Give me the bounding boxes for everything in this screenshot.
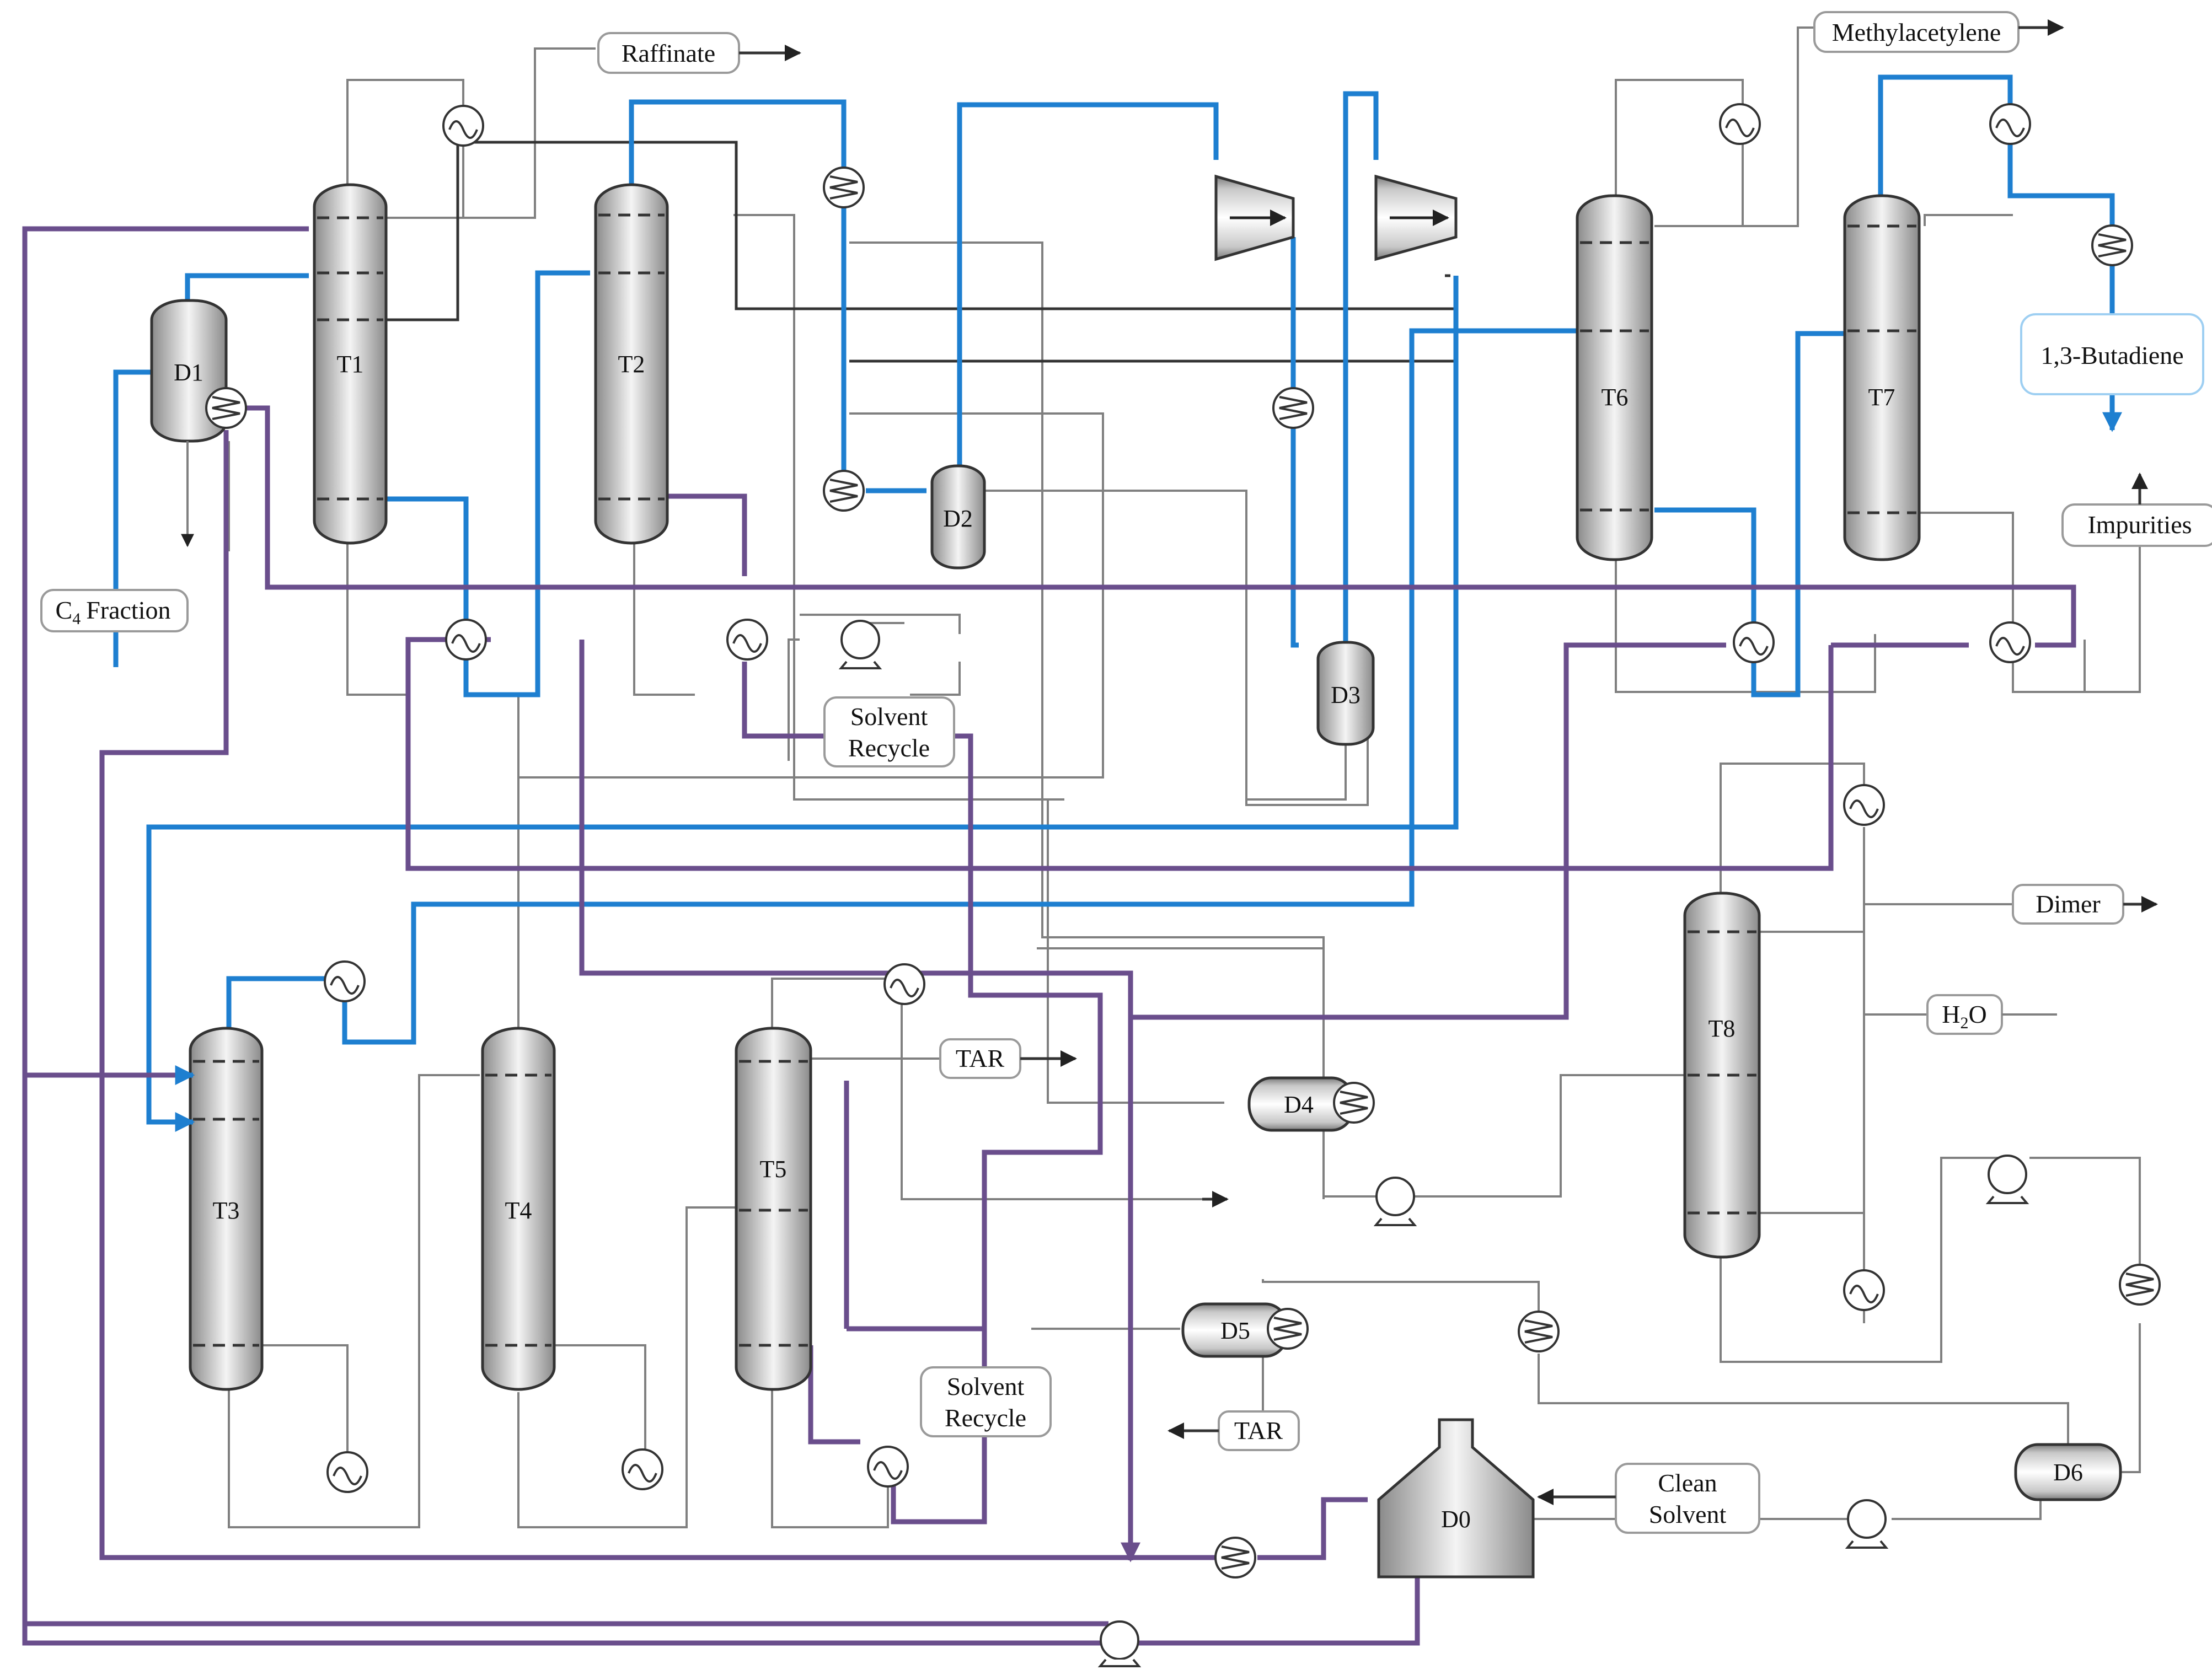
product-raffinate: Raffinate [597,32,801,74]
condenser-icon [2119,1264,2161,1306]
impurities-label: Impurities [2087,511,2192,539]
product-dimer: Dimer [2012,884,2158,925]
d5-label: D5 [1220,1317,1250,1344]
exchanger-icon [1989,621,2031,663]
d6-label: D6 [2053,1459,2083,1486]
column-t2[interactable]: T2 [594,183,669,545]
d2-label: D2 [943,505,973,532]
pump-icon [838,620,882,669]
drum-d4[interactable]: D4 [1247,1076,1356,1132]
exchanger-icon [326,1451,368,1493]
column-t8[interactable]: T8 [1683,892,1761,1259]
exchanger-icon [726,619,768,661]
exchanger-icon [867,1446,909,1488]
pump-icon [1845,1499,1889,1549]
tank-d0[interactable]: D0 [1377,1418,1535,1579]
t2-label: T2 [618,351,645,378]
solvent-recycle-bottom-line1: Solvent [947,1372,1025,1400]
drum-d2[interactable]: D2 [930,464,986,570]
condenser-icon [823,470,865,512]
d4-label: D4 [1284,1091,1314,1118]
condenser-icon [823,167,865,208]
column-t6[interactable]: T6 [1576,194,1653,561]
product-tar-2: TAR [1167,1410,1300,1451]
condenser-icon [1518,1311,1560,1352]
column-t7[interactable]: T7 [1843,194,1921,561]
dimer-label: Dimer [2036,890,2101,918]
feed-c4-fraction: C4 Fraction [40,589,189,632]
tar-1-label: TAR [956,1044,1005,1072]
exchanger-icon [324,960,366,1002]
exchanger-icon [1719,103,1761,145]
water-subscript: 2 [1961,1014,1969,1032]
t7-label: T7 [1868,384,1895,411]
solvent-recycle-bottom-line2: Recycle [945,1404,1026,1432]
t3-label: T3 [213,1197,240,1224]
condenser-icon [1214,1537,1256,1579]
product-methylacetylene: Methylacetylene [1813,11,2064,53]
pump-icon [1985,1155,2029,1204]
clean-solvent-line2: Solvent [1649,1500,1727,1528]
condenser-icon [1267,1308,1309,1350]
exchanger-icon [1843,784,1885,826]
tar-2-label: TAR [1234,1416,1283,1445]
feed-clean-solvent: Clean Solvent [1537,1463,1760,1534]
drum-d6[interactable]: D6 [2014,1443,2122,1501]
exchanger-icon [622,1448,663,1490]
t4-label: T4 [505,1197,532,1224]
condenser-icon [2091,224,2133,266]
drum-d5[interactable]: D5 [1181,1302,1289,1358]
t8-label: T8 [1708,1015,1736,1042]
column-t1[interactable]: T1 [313,183,388,545]
heat-exchangers [324,103,2031,1493]
water-h: H [1942,1000,1960,1028]
exchanger-icon [1989,103,2031,145]
drum-d3[interactable]: D3 [1316,641,1375,746]
product-tar-1: TAR [939,1038,1229,1207]
exchanger-icon [883,963,925,1005]
stream-solvent-recycle-bottom: Solvent Recycle [920,1366,1052,1437]
exchanger-icon [1733,621,1775,663]
condensers [205,167,2161,1579]
clean-solvent-line1: Clean [1658,1469,1717,1497]
compressor-2[interactable] [1374,174,1458,261]
exchanger-icon [1843,1269,1885,1311]
solvent-recycle-top-line1: Solvent [850,702,928,731]
feed-water: H2O [1926,994,2057,1035]
methylacetylene-label: Methylacetylene [1832,18,2001,46]
t6-label: T6 [1602,384,1629,411]
column-t3[interactable]: T3 [189,1027,264,1391]
t1-label: T1 [337,351,364,378]
condenser-icon [205,387,247,429]
pumps [838,620,2029,1667]
product-butadiene: 1,3-Butadiene [2020,313,2204,395]
t5-label: T5 [760,1156,787,1183]
d3-label: D3 [1331,681,1361,708]
d1-label: D1 [174,359,203,386]
condenser-icon [1272,387,1314,429]
flow-arrows [175,397,2122,1563]
pump-icon [1373,1177,1417,1226]
stream-solvent-recycle-top: Solvent Recycle [823,696,955,767]
column-t5[interactable]: T5 [735,1027,812,1391]
d0-label: D0 [1441,1506,1471,1533]
product-lines [113,74,2115,1125]
water-o: O [1969,1000,1987,1028]
c4-subscript: 4 [72,610,81,628]
pump-icon [1097,1620,1142,1667]
column-t4[interactable]: T4 [481,1027,556,1391]
solvent-recycle-top-line2: Recycle [848,734,930,762]
product-impurities: Impurities [2061,473,2212,547]
c4-fraction-label: Fraction [86,596,170,624]
c4-prefix: C [56,596,73,624]
compressor-1[interactable] [1214,174,1295,261]
exchanger-icon [445,619,487,661]
butadiene-label: 1,3-Butadiene [2040,341,2183,369]
raffinate-label: Raffinate [622,39,715,67]
svg-text:H2O: H2O [1942,1000,1986,1032]
condenser-icon [1333,1082,1375,1124]
exchanger-icon [442,105,484,147]
